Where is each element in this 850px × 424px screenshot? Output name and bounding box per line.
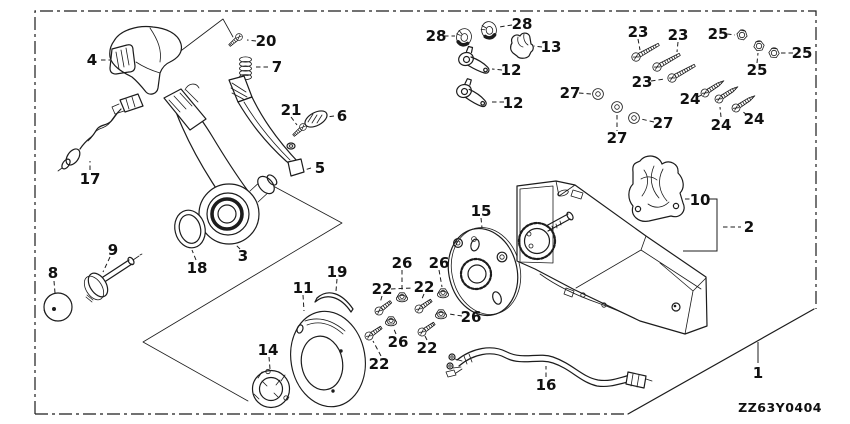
- part-5-shift-arm: [228, 75, 305, 177]
- group-bracket-2: [683, 198, 718, 252]
- callout-1: 1: [753, 364, 763, 382]
- callout-24-2: 24: [711, 116, 732, 134]
- callout-18: 18: [187, 259, 208, 277]
- part-28-grommet-1: [452, 25, 475, 49]
- part-21-screw-washer: [286, 121, 309, 150]
- callout-23-2: 23: [668, 26, 689, 44]
- part-23-screw-2: [650, 50, 683, 74]
- part-28-grommet-2: [478, 18, 500, 42]
- callout-16: 16: [536, 376, 557, 394]
- callout-21: 21: [281, 101, 302, 119]
- callout-14: 14: [258, 341, 279, 359]
- callout-labels: 4 20 7 21 6 5 17 3 18 8 9 14 11 19 22 22…: [48, 15, 813, 394]
- callout-22-2: 22: [414, 278, 435, 296]
- callout-26-1: 26: [392, 254, 413, 272]
- part-27-washer-1: [592, 88, 604, 100]
- part-13-cable-clip: [510, 32, 534, 59]
- callout-8: 8: [48, 264, 58, 282]
- frame-dashed-border: [34, 10, 817, 414]
- part-14-damper-ring: [251, 368, 291, 409]
- part-24-screw-1: [698, 76, 727, 100]
- callout-25-3: 25: [792, 44, 813, 62]
- callout-26-3: 26: [461, 308, 482, 326]
- callout-3: 3: [238, 247, 248, 265]
- callout-25-1: 25: [708, 25, 729, 43]
- part-12-cable-end-2: [453, 77, 489, 108]
- part-20-screw: [226, 31, 245, 49]
- callout-10: 10: [690, 191, 711, 209]
- callout-24-3: 24: [744, 110, 765, 128]
- callout-7: 7: [272, 58, 282, 76]
- callout-2: 2: [744, 218, 754, 236]
- part-8-friction-cap: [43, 292, 73, 322]
- part-17-switch-cable: [57, 93, 144, 172]
- part-26-nut-2: [436, 288, 450, 299]
- callout-11: 11: [293, 279, 314, 297]
- handle-leader-lines: [177, 18, 234, 54]
- part-11-face-plate: [290, 310, 366, 408]
- callout-17: 17: [80, 170, 101, 188]
- callout-leader-lines: [53, 24, 793, 377]
- part-1-assembly-leader: [627, 308, 815, 415]
- part-16-wire-harness: [445, 347, 653, 389]
- callout-22-3: 22: [417, 339, 438, 357]
- callout-15: 15: [471, 202, 492, 220]
- part-27-washer-3: [628, 112, 640, 124]
- callout-24-1: 24: [680, 90, 701, 108]
- part-22-screw-2: [412, 296, 435, 316]
- assembly-boundary-line: [627, 308, 815, 415]
- part-2-control-box: [516, 180, 708, 335]
- part-22-screw-4: [362, 323, 385, 343]
- callout-12-2: 12: [503, 94, 524, 112]
- part-22-screw-1: [372, 298, 394, 318]
- callout-26-2: 26: [429, 254, 450, 272]
- callout-27-1: 27: [560, 84, 581, 102]
- callout-5: 5: [315, 159, 325, 177]
- callout-27-2: 27: [607, 129, 628, 147]
- part-18-o-ring: [174, 209, 206, 249]
- callout-9: 9: [108, 241, 118, 259]
- callout-23-1: 23: [628, 23, 649, 41]
- part-19-spacer-band: [314, 292, 354, 313]
- part-3-control-lever: [163, 83, 278, 245]
- part-10-lock-bracket: [628, 155, 685, 222]
- part-27-washer-2: [611, 101, 623, 113]
- part-26-nut-3: [434, 309, 448, 320]
- part-12-cable-end-1: [456, 45, 490, 74]
- part-26-nut-4: [384, 316, 398, 327]
- callout-27-3: 27: [653, 114, 674, 132]
- part-23-screw-1: [629, 40, 662, 64]
- callout-22-1: 22: [372, 280, 393, 298]
- diagram-frame: [34, 10, 817, 415]
- part-25-nut-2: [752, 39, 766, 52]
- callout-20: 20: [256, 32, 277, 50]
- callout-12-1: 12: [501, 61, 522, 79]
- callout-25-2: 25: [747, 61, 768, 79]
- callout-28-2: 28: [512, 15, 533, 33]
- callout-28-1: 28: [426, 27, 447, 45]
- part-9-adjusting-shaft: [83, 253, 143, 303]
- callout-13: 13: [541, 38, 562, 56]
- callout-6: 6: [337, 107, 347, 125]
- part-4-handle-grip: [109, 25, 183, 95]
- callout-22-4: 22: [369, 355, 390, 373]
- part-22-screw-3: [415, 319, 438, 339]
- part-15-mount-plate: [447, 227, 522, 317]
- part-25-nut-3: [767, 46, 781, 59]
- part-26-nut-1: [395, 292, 409, 303]
- diagram-code: ZZ63Y0404: [738, 400, 822, 415]
- callout-26-4: 26: [388, 333, 409, 351]
- subassembly-pointer-wedge: [142, 179, 343, 402]
- callout-19: 19: [327, 263, 348, 281]
- callout-23-3: 23: [632, 73, 653, 91]
- part-25-nut-1: [735, 28, 749, 41]
- callout-4: 4: [87, 51, 97, 69]
- part-23-screw-3: [665, 61, 698, 85]
